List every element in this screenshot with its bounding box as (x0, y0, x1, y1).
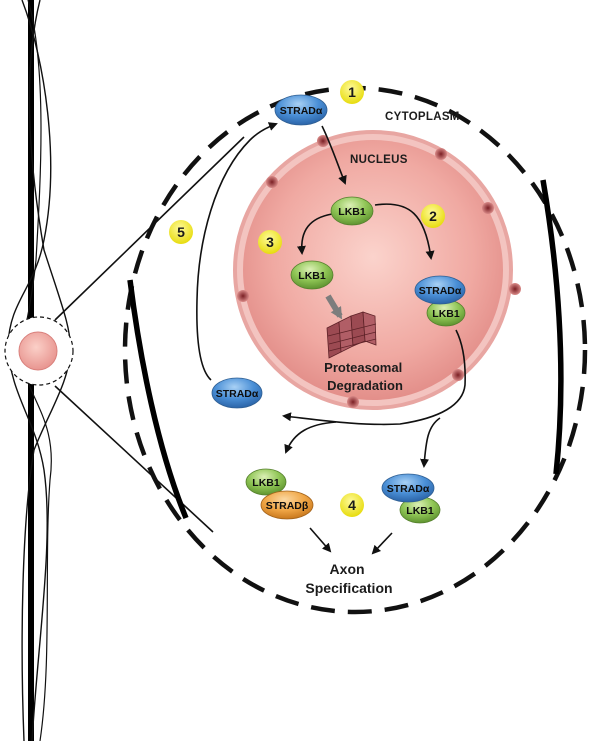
strad-alpha-protein: STRADα (274, 94, 328, 126)
cytoplasm-label: CYTOPLASM (385, 111, 460, 123)
step-marker-1: 1 (340, 80, 364, 104)
lkb1-label: LKB1 (252, 477, 280, 489)
arrow-to-proteasome (325, 294, 343, 320)
cytoskeleton-bar-left (127, 279, 189, 520)
arrow-step-2 (374, 203, 435, 260)
arrow-to-complex-alpha (420, 417, 441, 468)
nuclear-pore (266, 176, 278, 188)
zoom-line-bottom (54, 385, 214, 533)
arrow-beta-to-axon (309, 527, 332, 553)
step-marker-4: 4 (340, 493, 364, 517)
strad-alpha-label: STRADα (419, 285, 462, 297)
nuclear-pore (509, 283, 521, 295)
cytoskeleton-bar-right (540, 179, 564, 475)
lkb1-protein: LKB1 (290, 260, 334, 290)
nucleus (233, 130, 521, 410)
soma-nucleus (18, 331, 58, 371)
strad-beta-label: STRADβ (266, 500, 309, 512)
degradation-label: Proteasomal Degradation (324, 360, 406, 393)
step-number: 1 (348, 84, 356, 100)
strad-alpha-label: STRADα (387, 483, 430, 495)
neuron-schematic (4, 0, 74, 742)
step-number: 4 (348, 497, 356, 513)
degradation-label-line1: Proteasomal (324, 360, 402, 375)
step-number: 2 (429, 208, 437, 224)
strad-alpha-protein: STRADα (211, 377, 263, 409)
nuclear-pore (435, 148, 447, 160)
lkb1-label: LKB1 (432, 308, 460, 320)
arrow-import (321, 125, 347, 185)
lkb1-label: LKB1 (298, 270, 326, 282)
arrow-alpha-to-axon (371, 532, 393, 555)
proteasome-icon (326, 311, 377, 359)
nuclear-pore (482, 202, 494, 214)
degradation-label-line2: Degradation (327, 378, 403, 393)
step-marker-2: 2 (421, 204, 445, 228)
lkb1-label: LKB1 (406, 505, 434, 517)
arrow-step-3 (296, 213, 333, 255)
nuclear-pore (452, 369, 464, 381)
step-marker-3: 3 (258, 230, 282, 254)
step-number: 5 (177, 224, 185, 240)
lkb1-label: LKB1 (338, 206, 366, 218)
nuclear-pore (347, 396, 359, 408)
lkb1-protein: LKB1 (330, 196, 374, 226)
step-marker-5: 5 (169, 220, 193, 244)
nuclear-pore (317, 135, 329, 147)
step-number: 3 (266, 234, 274, 250)
arrow-step-5 (196, 122, 278, 381)
axon-label-line1: Axon (330, 561, 365, 577)
axon-specification-label: Axon Specification (305, 561, 392, 596)
strad-alpha-label: STRADα (280, 105, 323, 117)
axon-label-line2: Specification (305, 580, 392, 596)
lkb1-strad-beta-complex: LKB1 STRADβ (245, 468, 314, 520)
nucleus-label: NUCLEUS (350, 154, 408, 166)
nucleoplasm (243, 140, 503, 400)
nuclear-pore (237, 290, 249, 302)
arrow-to-complex-beta (284, 421, 337, 454)
strad-alpha-label: STRADα (216, 388, 259, 400)
strad-alpha-lkb1-complex: LKB1 STRADα (414, 275, 466, 327)
strad-alpha-lkb1-complex: LKB1 STRADα (381, 473, 441, 524)
